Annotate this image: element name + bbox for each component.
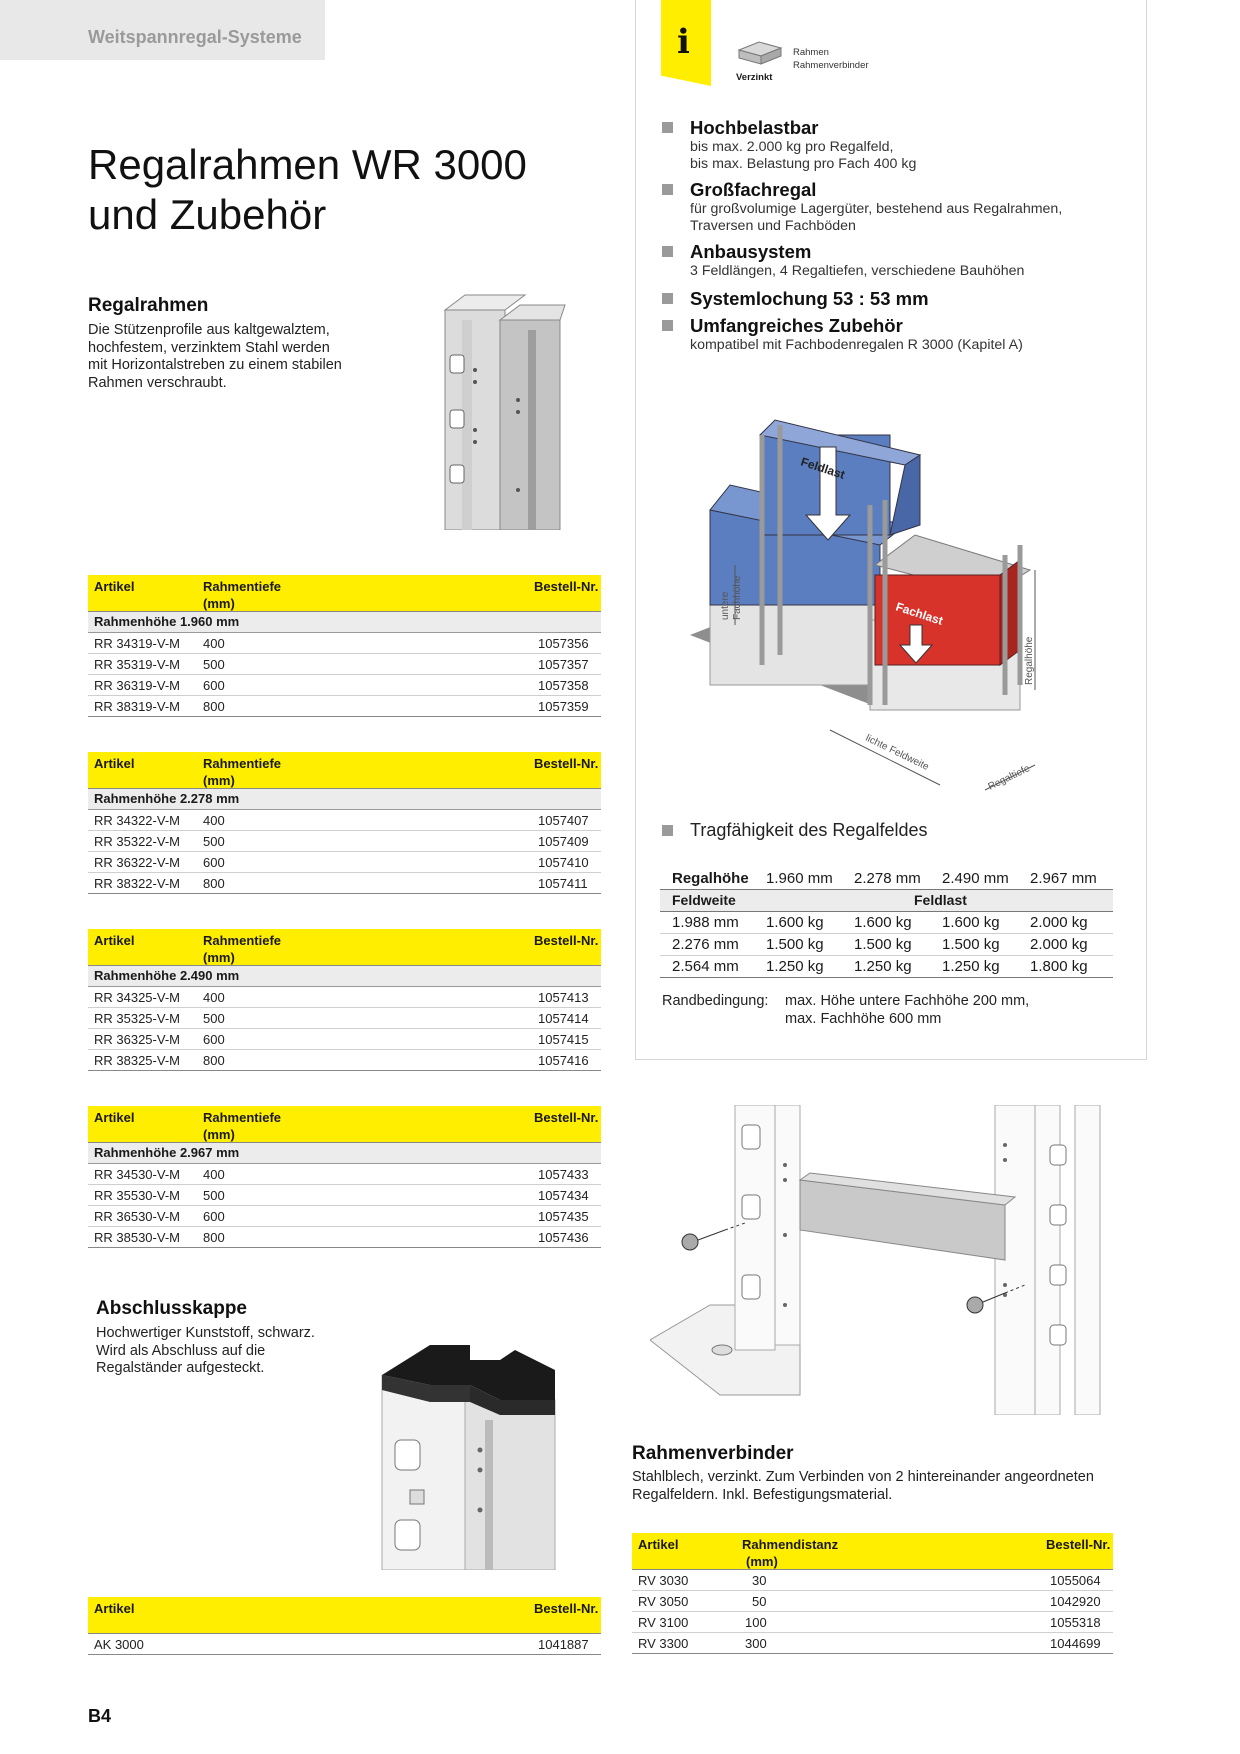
capacity-heading: Tragfähigkeit des Regalfeldes bbox=[662, 820, 1102, 844]
abschlusskappe-text: Hochwertiger Kunststoff, schwarz. Wird a… bbox=[96, 1325, 315, 1376]
shelf-load-diagram: Feldlast Fachlast untere Fachhöhe Regalh… bbox=[690, 419, 1036, 793]
page-number: B4 bbox=[88, 1706, 112, 1726]
bullet-icon bbox=[662, 825, 673, 836]
verzinkt-label: Verzinkt bbox=[736, 72, 773, 83]
capacity-row: 1.988 mm 1.600 kg 1.600 kg 1.600 kg 2.00… bbox=[660, 912, 1113, 934]
label-untere: untere bbox=[720, 591, 731, 620]
abschlusskappe-heading: Abschlusskappe bbox=[96, 1298, 247, 1319]
capacity-header-row: Regalhöhe 1.960 mm 2.278 mm 2.490 mm 2.9… bbox=[660, 868, 1113, 890]
info-tag: i bbox=[661, 0, 711, 86]
feature-hochbelastbar: Hochbelastbar bis max. 2.000 kg pro Rega… bbox=[662, 117, 1102, 175]
label-lichte-feldweite: lichte Feldweite bbox=[864, 733, 931, 773]
category-tab: Weitspannregal-Systeme bbox=[0, 0, 325, 60]
upright-profile-image bbox=[443, 294, 566, 530]
rahmenverbinder-text: Stahlblech, verzinkt. Zum Verbinden von … bbox=[632, 1469, 1094, 1503]
end-cap-image bbox=[381, 1345, 556, 1570]
frame-table-2490: Artikel Rahmentiefe(mm) Bestell-Nr. Rahm… bbox=[88, 929, 601, 1071]
regalrahmen-text: Die Stützenprofile aus kaltgewalztem, ho… bbox=[88, 322, 342, 391]
page-title: Regalrahmen WR 3000 und Zubehör bbox=[88, 141, 527, 238]
label-regalhoehe: Regalhöhe bbox=[1024, 636, 1035, 685]
bullet-icon bbox=[662, 246, 673, 257]
label-regaltiefe: Regaltiefe bbox=[986, 763, 1032, 793]
feature-systemlochung: Systemlochung 53 : 53 mm bbox=[662, 288, 1102, 312]
label-fachhoehe: Fachhöhe bbox=[732, 575, 743, 620]
bullet-icon bbox=[662, 320, 673, 331]
badge-labels: Rahmen Rahmenverbinder bbox=[793, 47, 869, 71]
feature-grossfachregal: Großfachregal für großvolumige Lagergüte… bbox=[662, 179, 1102, 237]
capacity-sub-row: Feldweite Feldlast bbox=[660, 890, 1113, 912]
frame-table-2967: Artikel Rahmentiefe(mm) Bestell-Nr. Rahm… bbox=[88, 1106, 601, 1248]
rahmenverbinder-table: Artikel Rahmendistanz(mm) Bestell-Nr. RV… bbox=[632, 1533, 1113, 1654]
feature-zubehoer: Umfangreiches Zubehör kompatibel mit Fac… bbox=[662, 315, 1102, 355]
condition-text: max. Höhe untere Fachhöhe 200 mm, max. F… bbox=[785, 993, 1030, 1027]
rahmenverbinder-heading: Rahmenverbinder bbox=[632, 1443, 794, 1464]
frame-connector-image bbox=[650, 1105, 1101, 1415]
galvanized-icon bbox=[737, 41, 783, 65]
capacity-row: 2.276 mm 1.500 kg 1.500 kg 1.500 kg 2.00… bbox=[660, 934, 1113, 956]
capacity-row: 2.564 mm 1.250 kg 1.250 kg 1.250 kg 1.80… bbox=[660, 956, 1113, 978]
frame-table-2278: Artikel Rahmentiefe(mm) Bestell-Nr. Rahm… bbox=[88, 752, 601, 894]
bullet-icon bbox=[662, 293, 673, 304]
category-label: Weitspannregal-Systeme bbox=[88, 27, 302, 47]
condition-label: Randbedingung: bbox=[662, 993, 769, 1009]
bullet-icon bbox=[662, 122, 673, 133]
feature-anbausystem: Anbausystem 3 Feldlängen, 4 Regaltiefen,… bbox=[662, 241, 1102, 281]
regalrahmen-heading: Regalrahmen bbox=[88, 295, 209, 316]
frame-table-1960: Artikel Rahmentiefe(mm) Bestell-Nr. Rahm… bbox=[88, 575, 601, 717]
capacity-table: Regalhöhe 1.960 mm 2.278 mm 2.490 mm 2.9… bbox=[660, 868, 1113, 978]
info-icon: i bbox=[677, 22, 690, 62]
bullet-icon bbox=[662, 184, 673, 195]
